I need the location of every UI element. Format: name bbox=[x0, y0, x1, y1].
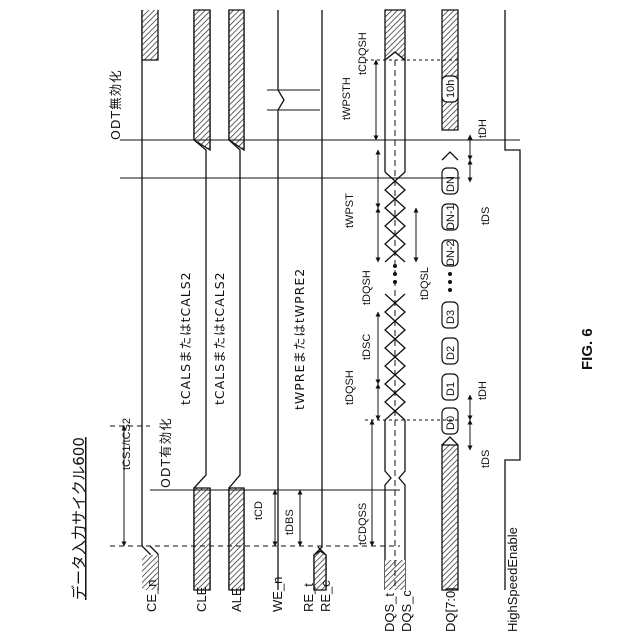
tdsc-label: tDSC bbox=[361, 334, 373, 360]
tcdqss-label: tCDQSS bbox=[357, 503, 369, 545]
signal-ret-label: RE_t bbox=[301, 583, 316, 612]
signal-cle-label: CLE bbox=[194, 586, 209, 612]
dq-dn2-label: DN-2 bbox=[445, 240, 457, 266]
ce-waveform bbox=[142, 10, 150, 590]
tcs-label: tCS1/tCS2 bbox=[121, 418, 133, 470]
signal-dq-label: DQ[7:0] bbox=[443, 587, 458, 632]
tds1-label: tDS bbox=[480, 450, 492, 468]
tcdqsh-label: tCDQSH bbox=[357, 32, 369, 75]
diagram-title: データ入力サイクル600 bbox=[70, 437, 88, 600]
dq-d1-label: D1 bbox=[445, 382, 457, 396]
twpre-label: tWPREまたはtWPRE2 bbox=[292, 268, 307, 410]
signal-dqst-label: DQS_t bbox=[382, 593, 397, 632]
tcals-cle-label: tCALSまたはtCALS2 bbox=[178, 271, 193, 405]
dq-dn-label: DN bbox=[445, 176, 457, 192]
signal-ale-label: ALE bbox=[229, 587, 244, 612]
odt-off-label: ODT無効化 bbox=[108, 69, 123, 140]
dq-tail-label: 10h bbox=[445, 80, 457, 98]
tcd-label: tCD bbox=[253, 501, 265, 520]
signal-ce-label: CE_n bbox=[144, 579, 159, 612]
tdh1-label: tDH bbox=[477, 381, 489, 400]
re-waveform bbox=[314, 10, 326, 590]
signal-rec-label: RE_c bbox=[318, 580, 333, 612]
tdqsh2-label: tDQSH bbox=[361, 270, 373, 305]
tdqsh1-label: tDQSH bbox=[344, 370, 356, 405]
figure-label: FIG. 6 bbox=[579, 328, 596, 370]
cle-waveform bbox=[194, 10, 210, 590]
tdqsl-label: tDQSL bbox=[419, 267, 431, 300]
tdh2-label: tDH bbox=[477, 119, 489, 138]
dq-d2-label: D2 bbox=[445, 346, 457, 360]
dq-d3-label: D3 bbox=[445, 310, 457, 324]
tcals-ale-label: tCALSまたはtCALS2 bbox=[212, 271, 227, 405]
twpsth-label: tWPSTH bbox=[341, 77, 353, 120]
tds2-label: tDS bbox=[480, 207, 492, 225]
signal-dqsc-label: DQS_c bbox=[399, 590, 414, 632]
we-waveform bbox=[278, 10, 284, 590]
dq-d0-label: D0 bbox=[445, 416, 457, 430]
tdbs-label: tDBS bbox=[284, 509, 296, 535]
odt-on-label: ODT有効化 bbox=[158, 417, 173, 488]
twpst-label: tWPST bbox=[344, 193, 356, 228]
dq-dn1-label: DN-1 bbox=[445, 204, 457, 230]
hse-waveform bbox=[505, 10, 520, 590]
signal-we-label: WE_n bbox=[270, 577, 285, 612]
ale-waveform bbox=[229, 10, 244, 590]
signal-hse-label: HighSpeedEnable bbox=[505, 527, 520, 632]
